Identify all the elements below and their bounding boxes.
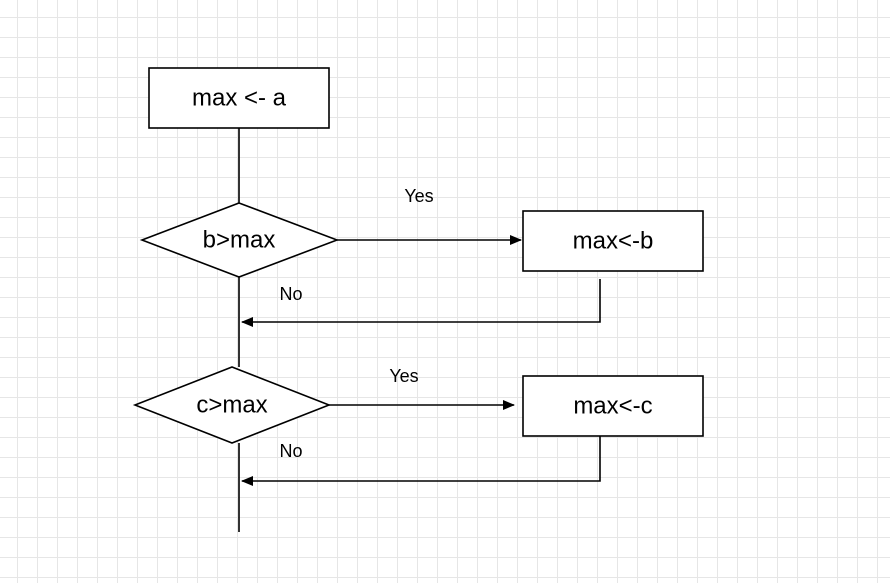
edge-cond-b-no-label: No (279, 284, 302, 304)
node-assign-b-label: max<-b (573, 228, 654, 255)
node-init-label: max <- a (192, 85, 287, 112)
edge-cond-c-yes-label: Yes (389, 366, 418, 386)
edge-assign-c-return (241, 436, 601, 486)
edge-cond-b-yes-label: Yes (404, 186, 433, 206)
node-assign-c-label: max<-c (573, 393, 652, 420)
node-init[interactable]: max <- a (148, 67, 330, 129)
node-cond-b-label: b>max (203, 227, 276, 254)
node-assign-c[interactable]: max<-c (522, 375, 704, 437)
node-cond-c-label: c>max (196, 392, 267, 419)
edge-cond-c-no-label: No (279, 441, 302, 461)
node-cond-b[interactable]: b>max (139, 202, 340, 278)
node-cond-c[interactable]: c>max (132, 366, 332, 444)
edge-assign-b-return (241, 279, 601, 327)
node-assign-b[interactable]: max<-b (522, 210, 704, 272)
